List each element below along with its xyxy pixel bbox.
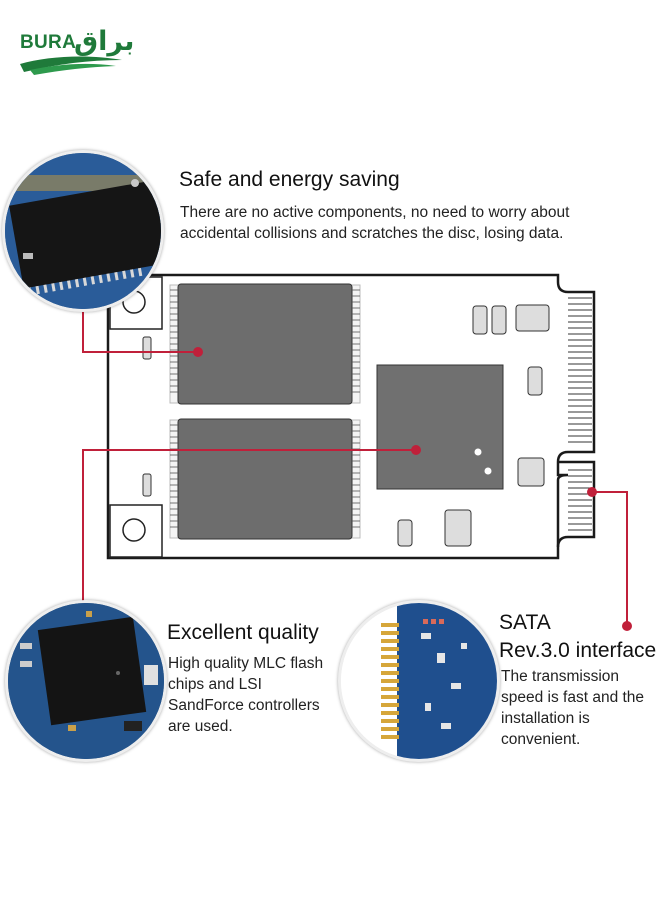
desc-line: chips and LSI (168, 676, 262, 693)
logo-swoosh-icon (20, 56, 122, 75)
logo-arabic-text: براق (74, 26, 135, 57)
logo-text: BURA (20, 32, 77, 53)
desc-line: installation is (501, 710, 590, 727)
feature-desc-safe: There are no active components, no need … (180, 202, 569, 244)
title-line: Rev.3.0 interface (499, 639, 657, 662)
feature-title-sata: SATA Rev.3.0 interface (499, 609, 656, 665)
desc-line: accidental collisions and scratches the … (180, 225, 564, 242)
desc-line: The transmission (501, 668, 620, 685)
edge-connector-pins (568, 297, 592, 531)
desc-line: are used. (168, 718, 233, 735)
desc-line: speed is fast and the (501, 689, 645, 706)
desc-line: High quality MLC flash (168, 655, 324, 672)
controller-chip (376, 364, 504, 490)
feature-title-safe: Safe and energy saving (179, 168, 400, 191)
zoom-controller-chip (5, 600, 167, 762)
feature-title-quality: Excellent quality (167, 621, 319, 644)
zoom-flash-chip (2, 150, 164, 312)
flash-chip-bottom (169, 418, 361, 540)
zoom-sata-connector (338, 600, 500, 762)
callout-lines (82, 292, 628, 626)
feature-desc-quality: High quality MLC flash chips and LSI San… (168, 653, 323, 737)
mount-hole-bottom (109, 504, 163, 558)
title-line: SATA (499, 611, 551, 634)
brand-logo: BURA براق (18, 26, 134, 76)
desc-line: There are no active components, no need … (180, 204, 570, 221)
flash-chip-top (169, 283, 361, 405)
feature-desc-sata: The transmission speed is fast and the i… (501, 666, 644, 750)
desc-line: SandForce controllers (168, 697, 320, 714)
desc-line: convenient. (501, 731, 581, 748)
